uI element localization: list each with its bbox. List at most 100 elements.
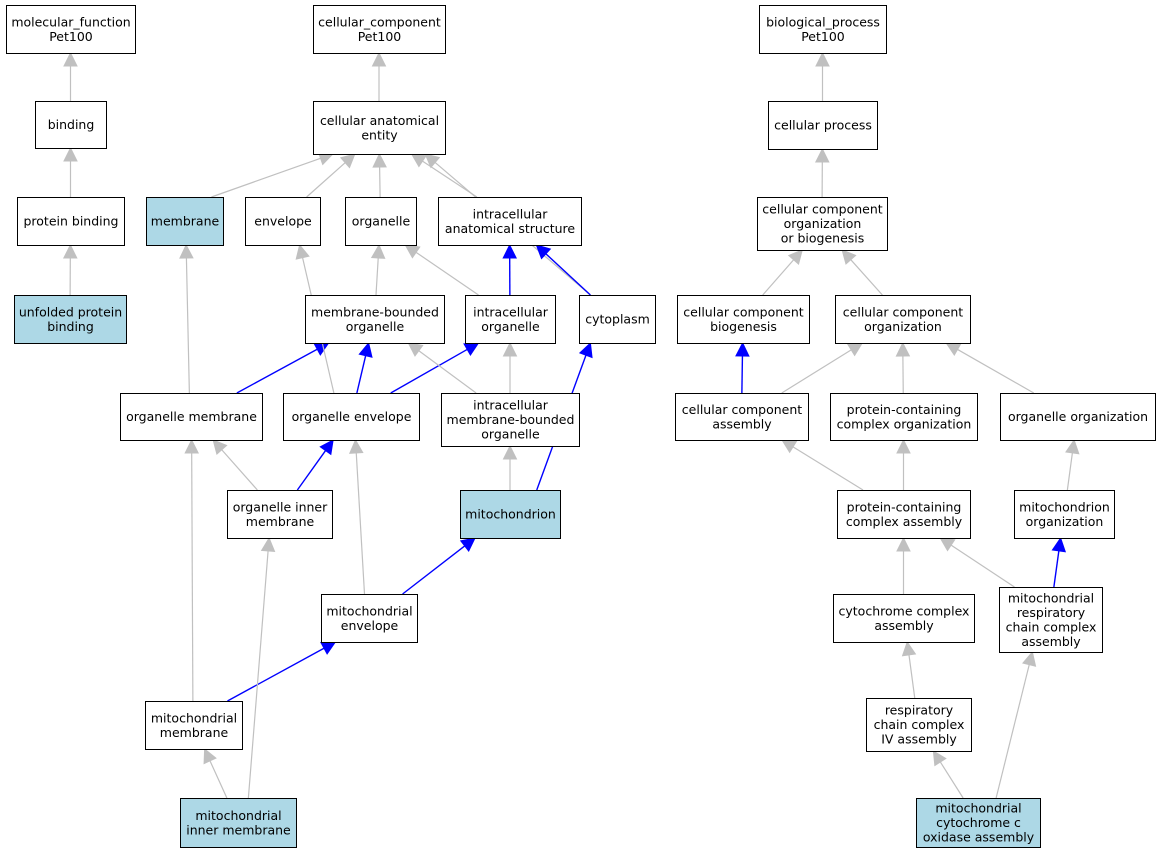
edge-line	[741, 355, 744, 394]
edge-binding-to-mf_root	[63, 51, 78, 101]
edge-line	[1066, 452, 1073, 491]
edge-mitochondrial_envelope-to-organelle_envelope	[348, 438, 366, 595]
node-label-line: cellular component	[683, 304, 803, 319]
node-label-line: membrane	[246, 514, 315, 529]
node-protein-binding[interactable]: protein binding	[17, 197, 125, 246]
edge-ccob-to-cellular_process	[814, 147, 830, 198]
edge-arrowhead	[578, 341, 593, 359]
node-box	[35, 101, 107, 149]
edge-mitochondrion-to-intracellular_mbo	[502, 444, 518, 490]
edge-organelle_membrane-to-membrane_bounded_organelle	[236, 342, 330, 394]
node-binding[interactable]: binding	[35, 101, 107, 149]
edge-arrowhead	[372, 152, 387, 168]
edge-line	[762, 259, 795, 296]
edge-arrowhead	[407, 342, 424, 357]
edge-line	[995, 664, 1030, 799]
edge-arrowhead	[814, 147, 830, 163]
node-box	[321, 594, 418, 643]
edge-organelle_organization-to-cc_organization	[945, 342, 1035, 394]
node-label-line: molecular_function	[11, 14, 130, 29]
node-box	[1014, 490, 1115, 539]
edge-mcoa-to-rcc_iv_assembly	[932, 750, 964, 799]
edge-rcc_iv_assembly-to-cytochrome_complex_assembly	[901, 640, 917, 699]
node-box	[6, 5, 136, 54]
edge-mitochondrion_organization-to-organelle_organization	[1065, 438, 1080, 491]
edge-mcoa-to-mrcca	[995, 650, 1037, 799]
edge-arrowhead	[502, 341, 518, 357]
node-label-line: or biogenesis	[781, 231, 865, 246]
node-label-line: organelle	[346, 319, 405, 334]
edge-arrowhead	[945, 342, 962, 357]
edge-arrowhead	[371, 51, 387, 67]
edge-arrowhead	[781, 439, 798, 454]
edge-arrowhead	[1065, 438, 1080, 455]
node-label-line: protein-containing	[847, 499, 962, 514]
edge-arrowhead	[901, 640, 917, 657]
node-box	[757, 197, 888, 251]
edge-mitochondrial_inner_membrane-to-mitochondrial_membrane	[203, 747, 228, 799]
edge-line	[415, 251, 479, 296]
edge-arrowhead	[63, 146, 78, 162]
node-label-line: organelle envelope	[292, 409, 412, 424]
node-envelope[interactable]: envelope	[245, 197, 321, 246]
node-box	[837, 490, 971, 539]
node-box	[345, 197, 417, 246]
node-box	[283, 393, 420, 441]
edge-cellular_anatomical_entity-to-cc_root	[371, 51, 387, 101]
edge-mitochondrial_membrane-to-organelle_membrane	[184, 438, 199, 702]
edge-line	[950, 544, 1015, 588]
node-mitochondrion[interactable]: mitochondrion	[460, 490, 561, 539]
node-membrane[interactable]: membrane	[146, 197, 224, 246]
node-label-line: organization	[784, 216, 862, 231]
node-box	[145, 701, 243, 750]
node-box	[460, 490, 561, 539]
edge-line	[379, 166, 381, 198]
node-label-line: IV assembly	[881, 732, 957, 747]
edge-organelle_inner_membrane-to-organelle_membrane	[212, 439, 258, 491]
node-organelle[interactable]: organelle	[345, 197, 417, 246]
node-label-line: oxidase assembly	[923, 830, 1035, 845]
node-label-line: Pet100	[358, 29, 402, 44]
edge-intracellular_mbo-to-membrane_bounded_organelle	[407, 342, 477, 394]
node-cytoplasm[interactable]: cytoplasm	[579, 295, 656, 344]
edge-line	[227, 647, 325, 702]
node-label-line: intracellular	[473, 304, 549, 319]
node-label-line: cellular_component	[318, 14, 441, 29]
node-organelle-envelope[interactable]: organelle envelope	[283, 393, 420, 441]
node-label-line: mitochondrial	[195, 808, 281, 823]
node-label-line: assembly	[712, 416, 772, 431]
edge-envelope-to-cellular_anatomical_entity	[306, 153, 356, 198]
node-cellular-process[interactable]: cellular process	[768, 101, 878, 150]
edge-mrcca-to-mitochondrion_organization	[1051, 536, 1067, 588]
node-organelle-organization[interactable]: organelle organization	[1000, 393, 1156, 441]
edge-mitochondrial_envelope-to-mitochondrion	[402, 537, 476, 595]
edge-line	[402, 545, 466, 595]
edge-line	[221, 449, 258, 491]
node-organelle-membrane[interactable]: organelle membrane	[120, 393, 263, 441]
